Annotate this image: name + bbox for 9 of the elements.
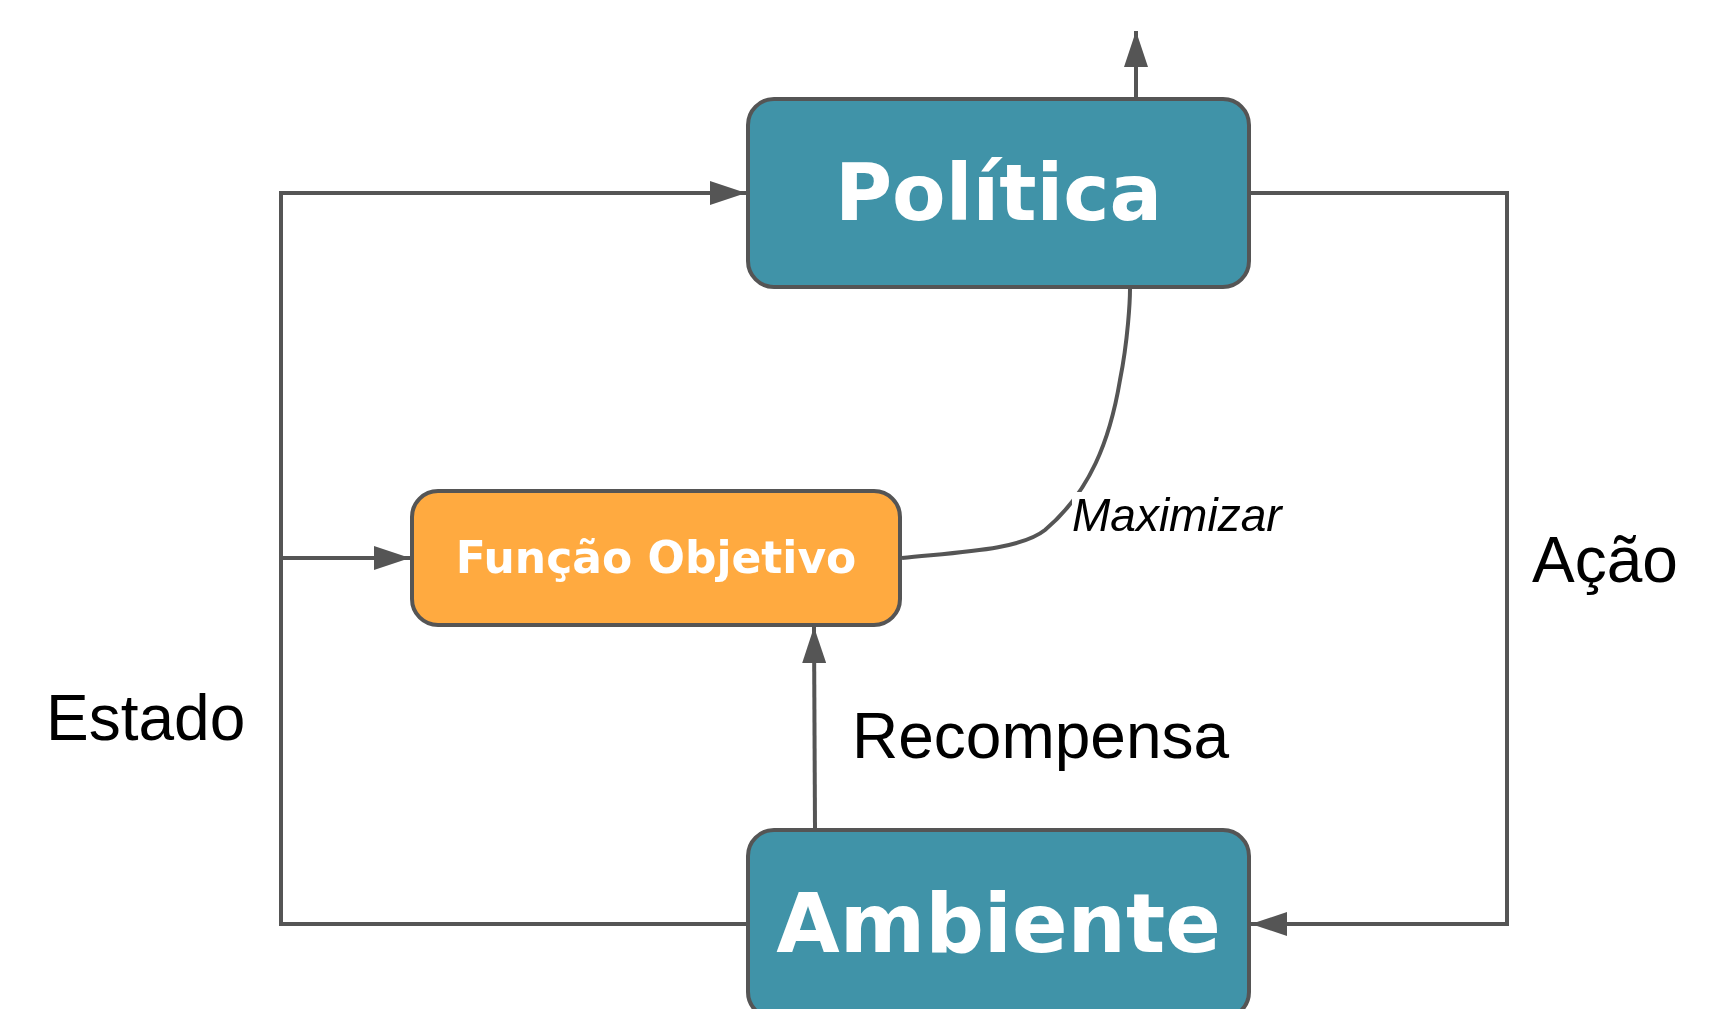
- arrow: [1124, 31, 1148, 97]
- box-label: Ambiente: [776, 883, 1221, 965]
- process-box: [746, 97, 1251, 289]
- process-box: [410, 489, 902, 627]
- arrow: [1251, 191, 1509, 936]
- process-box: [746, 828, 1251, 1009]
- box-label: Função Objetivo: [455, 536, 857, 580]
- arrow: [802, 627, 827, 828]
- box-label: Política: [834, 154, 1163, 232]
